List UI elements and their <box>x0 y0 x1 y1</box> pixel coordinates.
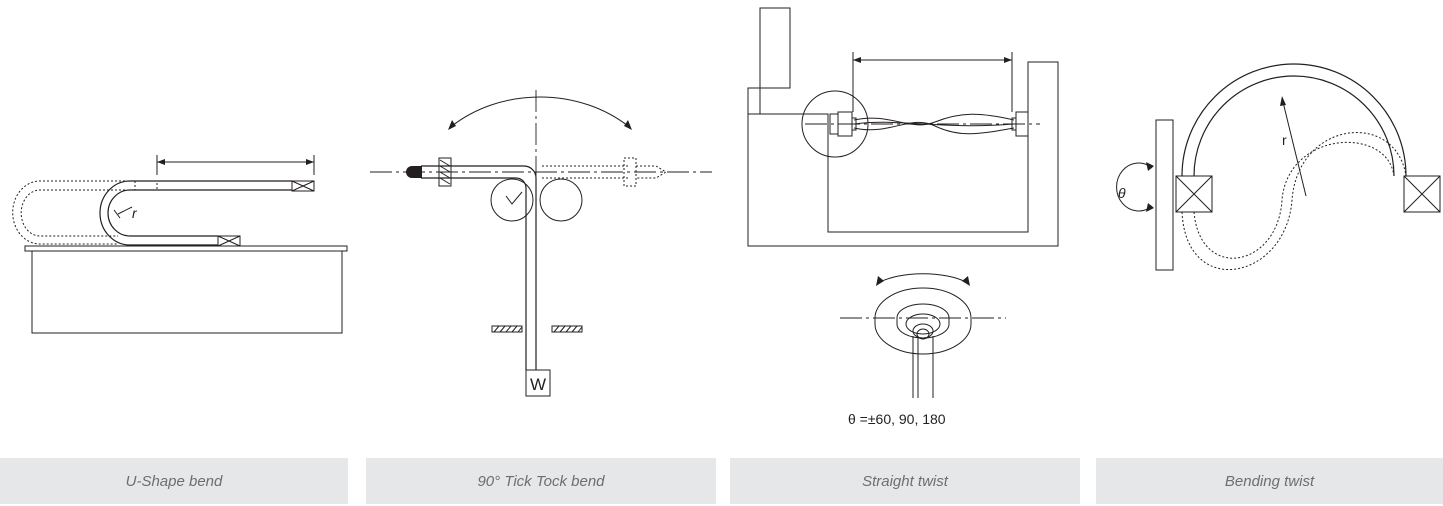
initial-position-outline <box>12 180 157 245</box>
straight-twist-diagram: θ =±60, 90, 180 <box>747 7 1059 427</box>
right-roller <box>539 178 583 222</box>
test-frame <box>747 7 1059 247</box>
tick-tock-bend-diagram: W <box>370 90 712 397</box>
bend-radius-marker <box>505 191 523 205</box>
radius-label: r <box>132 205 138 221</box>
bending-twist-diagram: θ r <box>1116 63 1441 271</box>
left-clamp <box>829 111 857 137</box>
radius-line <box>117 206 133 215</box>
theta-label: θ <box>1118 185 1126 201</box>
connector-end <box>406 157 452 187</box>
weight-box <box>525 369 551 397</box>
left-clamp <box>1175 175 1213 213</box>
chuck-end-view <box>874 287 972 398</box>
swing-arc-arrow <box>448 96 632 130</box>
panel-u-shape-bend: r U-Shape bend <box>0 0 352 506</box>
dimension-arrow <box>156 155 315 175</box>
twisted-cable <box>853 113 1015 126</box>
moving-clamp <box>217 235 241 247</box>
twisted-position-outline <box>1181 132 1407 270</box>
weight-label: W <box>530 375 546 394</box>
guide-right <box>551 325 583 333</box>
angle-formula: θ =±60, 90, 180 <box>848 411 946 427</box>
u-shape-bend-diagram: r <box>12 155 348 334</box>
radius-label: r <box>1282 132 1287 148</box>
caption-u-shape-bend: U-Shape bend <box>0 458 348 504</box>
radius-line <box>1281 97 1307 197</box>
cable <box>421 165 537 370</box>
base-block <box>31 250 343 334</box>
dimension-arrow <box>852 52 1013 112</box>
theta-rotation-marker <box>1116 162 1154 212</box>
left-roller <box>490 178 534 222</box>
rotation-arc-arrow <box>876 273 970 286</box>
detail-circle <box>801 90 869 158</box>
right-clamp <box>1011 111 1029 137</box>
guide-left <box>491 325 523 333</box>
panel-bending-twist: θ r Bending twist <box>1096 0 1443 506</box>
fixed-clamp <box>291 180 315 192</box>
base-plate <box>24 245 348 252</box>
cable-u-shape <box>99 180 292 246</box>
caption-tick-tock-bend: 90° Tick Tock bend <box>366 458 716 504</box>
panel-tick-tock-bend: W 90° Tick Tock bend <box>366 0 716 506</box>
arch-cable <box>1181 63 1407 177</box>
rotating-plate <box>1155 119 1174 271</box>
right-clamp <box>1403 175 1441 213</box>
caption-straight-twist: Straight twist <box>730 458 1080 504</box>
panel-straight-twist: θ =±60, 90, 180 Straight twist <box>730 0 1082 506</box>
caption-bending-twist: Bending twist <box>1096 458 1443 504</box>
